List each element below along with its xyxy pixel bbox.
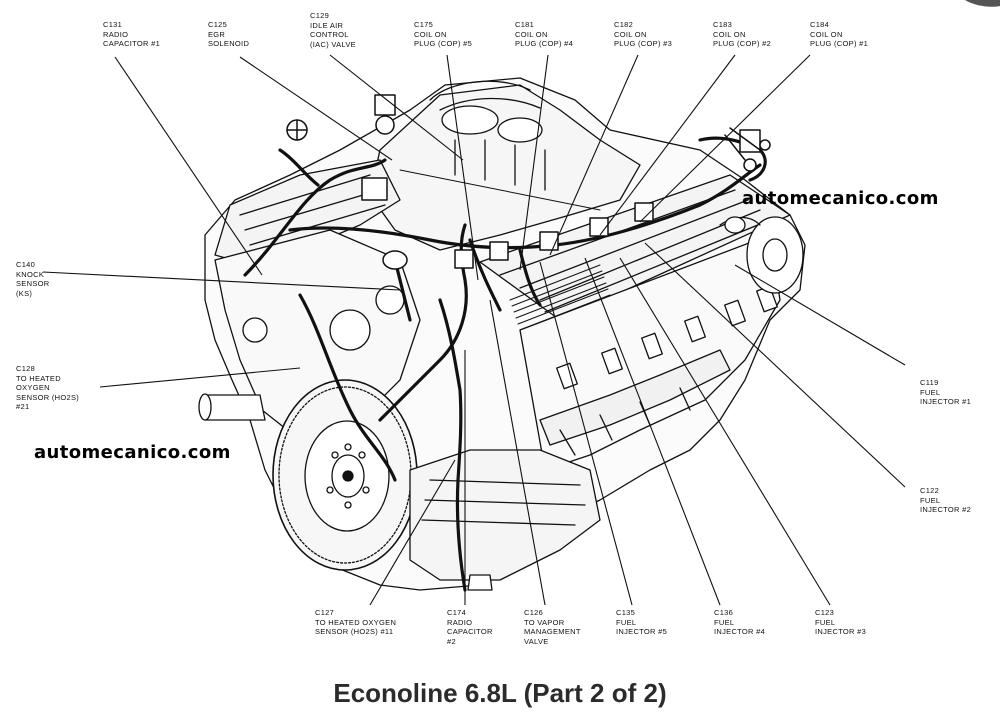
leader-c135 xyxy=(539,261,633,606)
leader-lines xyxy=(42,54,906,606)
spark-plug-bosses xyxy=(556,285,778,390)
watermark-left: automecanico.com xyxy=(34,442,231,463)
leader-c128 xyxy=(99,367,301,388)
leader-c175 xyxy=(446,54,479,281)
leader-c184 xyxy=(639,54,811,223)
watermark-top-right: automecanico.com xyxy=(742,188,939,209)
corner-smudge xyxy=(965,0,1000,7)
intake-manifold xyxy=(369,84,641,251)
leader-c140 xyxy=(42,271,401,291)
flywheel xyxy=(272,379,418,571)
exhaust-pipe-left xyxy=(204,394,266,421)
oil-pan xyxy=(409,449,601,581)
leader-c127 xyxy=(369,459,456,606)
diagram-caption: Econoline 6.8L (Part 2 of 2) xyxy=(333,678,667,708)
leader-c126 xyxy=(489,299,546,606)
leader-c123 xyxy=(619,257,831,606)
leader-c182 xyxy=(549,54,639,256)
leader-c122 xyxy=(644,242,906,488)
leader-c183 xyxy=(599,54,736,236)
leader-c129 xyxy=(329,54,464,161)
exhaust-manifold-right xyxy=(539,349,731,446)
leader-c119 xyxy=(734,264,906,366)
leader-c131 xyxy=(114,56,263,276)
leader-c125 xyxy=(239,56,393,161)
leader-c181 xyxy=(519,54,549,271)
leader-c136 xyxy=(584,257,721,606)
